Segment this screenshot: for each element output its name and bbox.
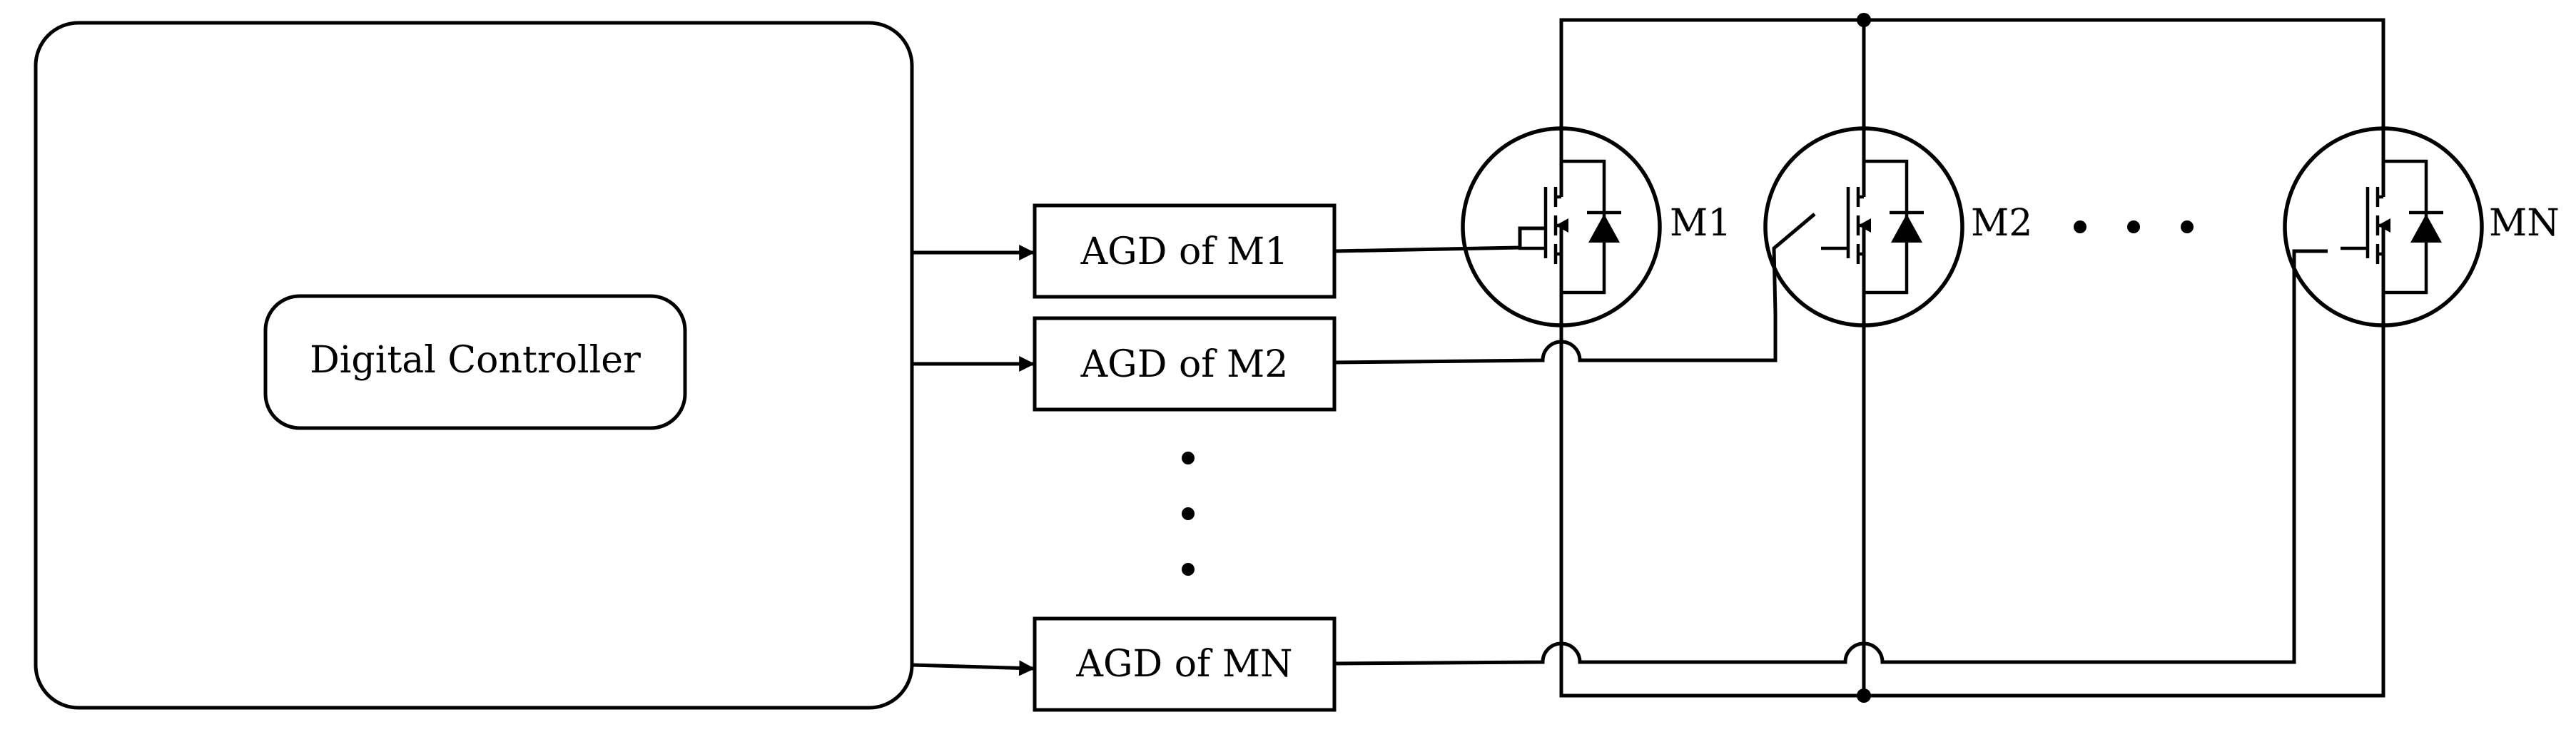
agd-mn-box: AGD of MN — [1033, 616, 1337, 712]
bottom-rail — [1559, 300, 2385, 698]
controller-block: Digital Controller — [34, 21, 914, 710]
arrow-to-agd-mn — [911, 660, 1035, 676]
controller-to-driver-arrows — [911, 245, 1035, 676]
m2-label: M2 — [1971, 202, 2032, 245]
m1-label: M1 — [1670, 202, 1731, 245]
vertical-ellipsis — [1182, 452, 1195, 576]
controller-inner-box — [263, 294, 687, 430]
horizontal-ellipsis — [2074, 220, 2194, 233]
mosfet-array — [1461, 126, 2484, 327]
power-rails — [1559, 13, 2385, 703]
agd-mn-label: AGD of MN — [1075, 643, 1292, 686]
agd-m2-box: AGD of M2 — [1033, 316, 1337, 412]
bottom-junction-dot — [1857, 688, 1871, 703]
agd-m2-label: AGD of M2 — [1080, 343, 1289, 386]
gate-wiring — [1334, 213, 2328, 666]
agd-m1-box: AGD of M1 — [1033, 203, 1337, 299]
controller-label: Digital Controller — [310, 339, 641, 382]
gate-driver-boxes: AGD of M1 AGD of M2 AGD of MN — [1033, 203, 1337, 712]
mn-gate-wire — [1334, 249, 2328, 666]
m2-gate-wire — [1334, 213, 1816, 365]
agd-m1-label: AGD of M1 — [1080, 230, 1289, 273]
m2-mosfet-symbol — [1763, 126, 1964, 327]
top-rail — [1559, 18, 2385, 128]
top-junction-dot — [1857, 13, 1871, 27]
m1-gate-wire — [1334, 226, 1545, 253]
mn-label: MN — [2489, 202, 2560, 245]
mn-mosfet-symbol — [2283, 126, 2484, 327]
m1-mosfet-symbol — [1461, 126, 1662, 327]
